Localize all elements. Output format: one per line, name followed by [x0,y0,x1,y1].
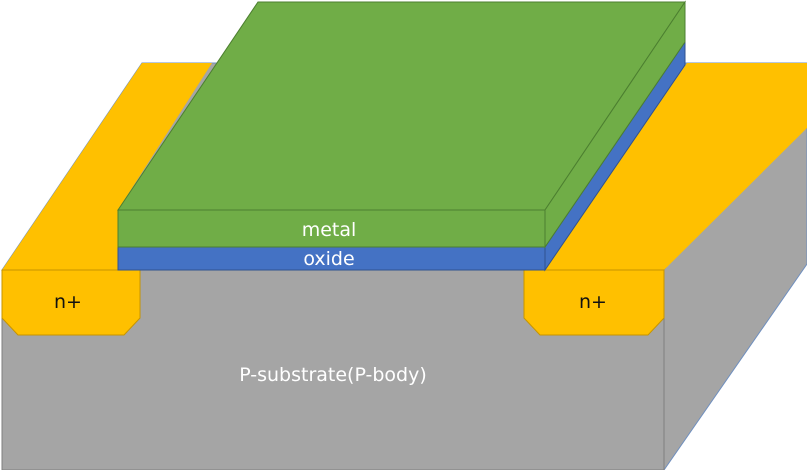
oxide-label: oxide [303,248,354,270]
oxide-layer: oxide [117,40,686,272]
drain-n-plus-label: n+ [579,291,607,313]
drain-n-plus-region: n+ [523,63,807,336]
source-n-plus-top [2,63,212,270]
drain-n-plus-pocket [523,269,665,336]
source-n-plus-region: n+ [1,63,212,336]
source-n-plus-label: n+ [54,291,82,313]
substrate-label: P-substrate(P-body) [239,364,427,386]
metal-front-face [117,209,546,248]
metal-layer: metal [117,0,686,249]
drain-n-plus-top [545,63,807,270]
metal-label: metal [302,219,357,241]
